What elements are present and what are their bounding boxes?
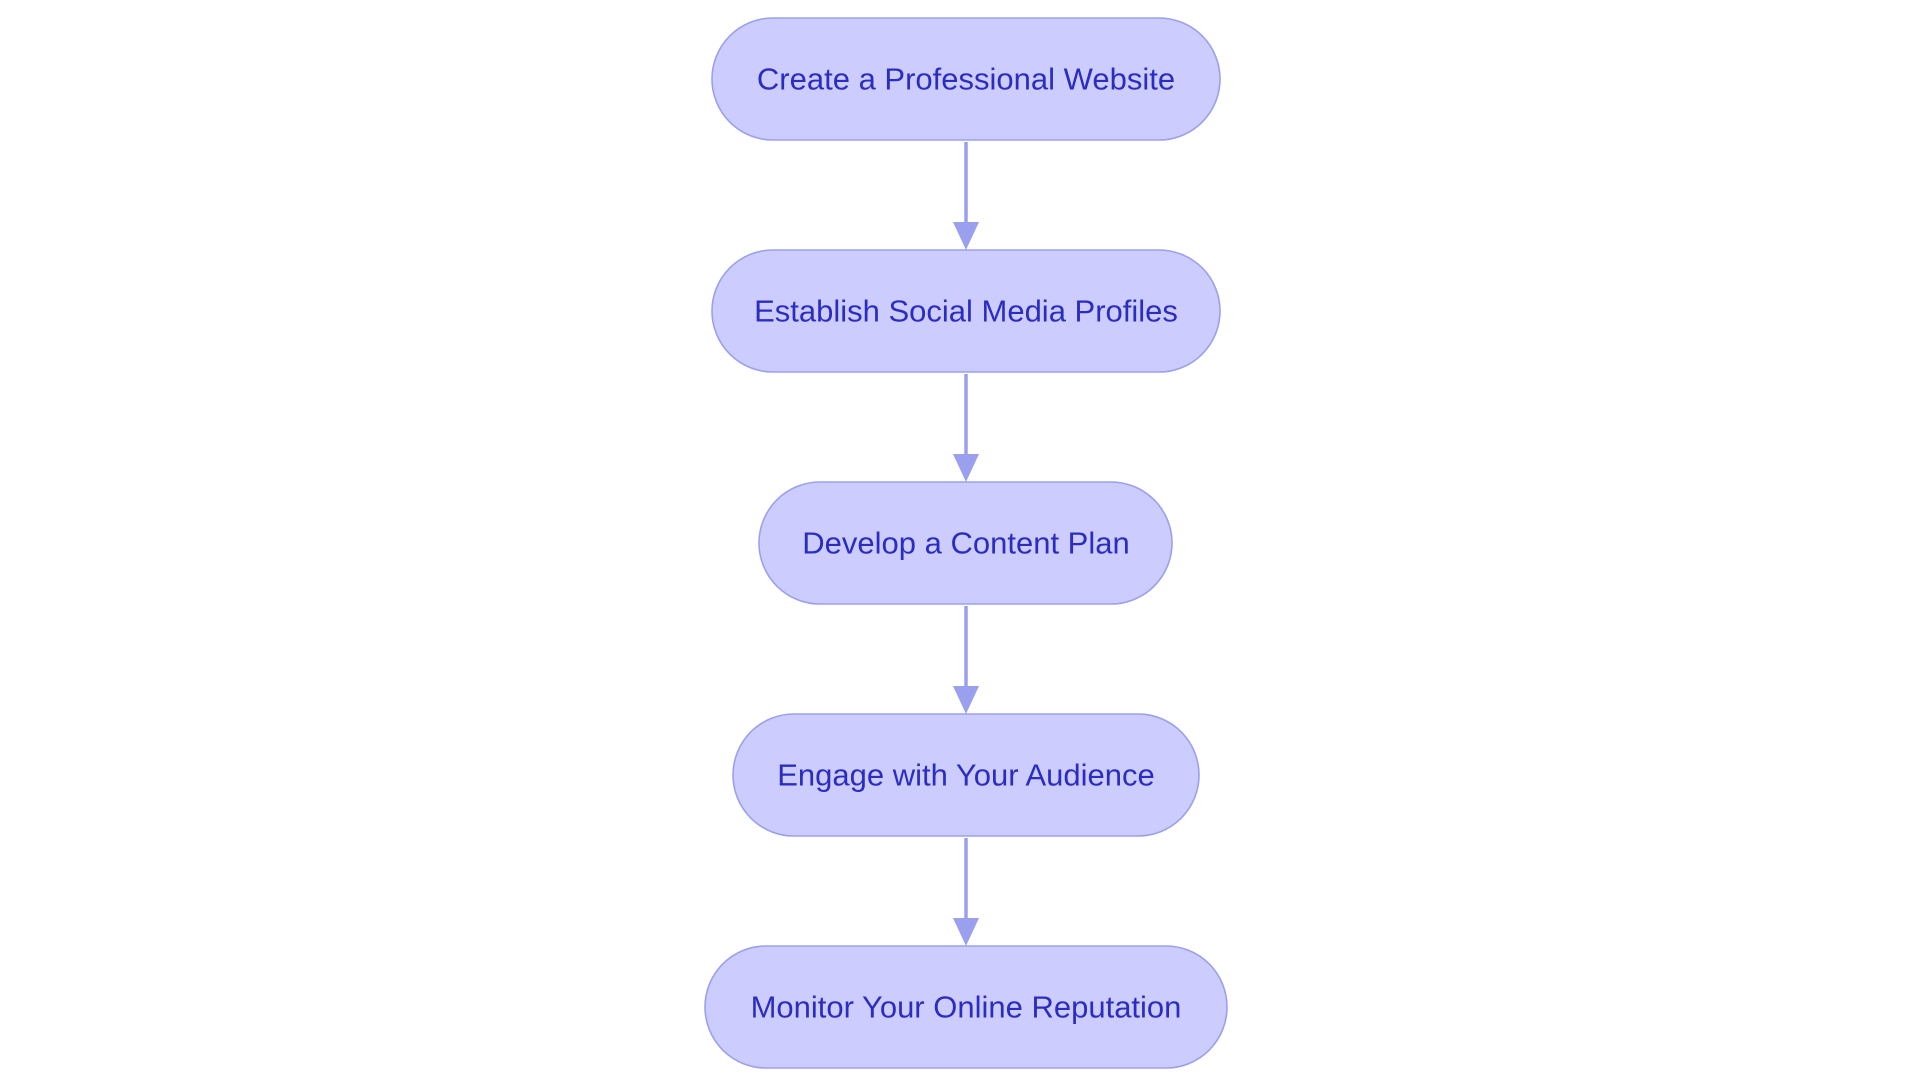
flow-node-monitor-reputation: Monitor Your Online Reputation	[704, 945, 1228, 1069]
flow-arrow	[953, 606, 979, 714]
node-label: Establish Social Media Profiles	[754, 294, 1178, 329]
node-shape	[711, 249, 1221, 373]
flow-arrow	[953, 142, 979, 250]
flow-node-content-plan: Develop a Content Plan	[758, 481, 1173, 605]
node-shape	[758, 481, 1173, 605]
flow-node-engage-audience: Engage with Your Audience	[732, 713, 1200, 837]
flow-arrow	[953, 838, 979, 946]
node-shape	[732, 713, 1200, 837]
flow-arrow	[953, 374, 979, 482]
node-label: Monitor Your Online Reputation	[751, 990, 1182, 1025]
node-label: Develop a Content Plan	[802, 526, 1129, 561]
node-shape	[711, 17, 1221, 141]
flow-node-social-media: Establish Social Media Profiles	[711, 249, 1221, 373]
node-label: Engage with Your Audience	[777, 758, 1154, 793]
node-shape	[704, 945, 1228, 1069]
node-label: Create a Professional Website	[757, 62, 1175, 97]
flow-node-create-website: Create a Professional Website	[711, 17, 1221, 141]
